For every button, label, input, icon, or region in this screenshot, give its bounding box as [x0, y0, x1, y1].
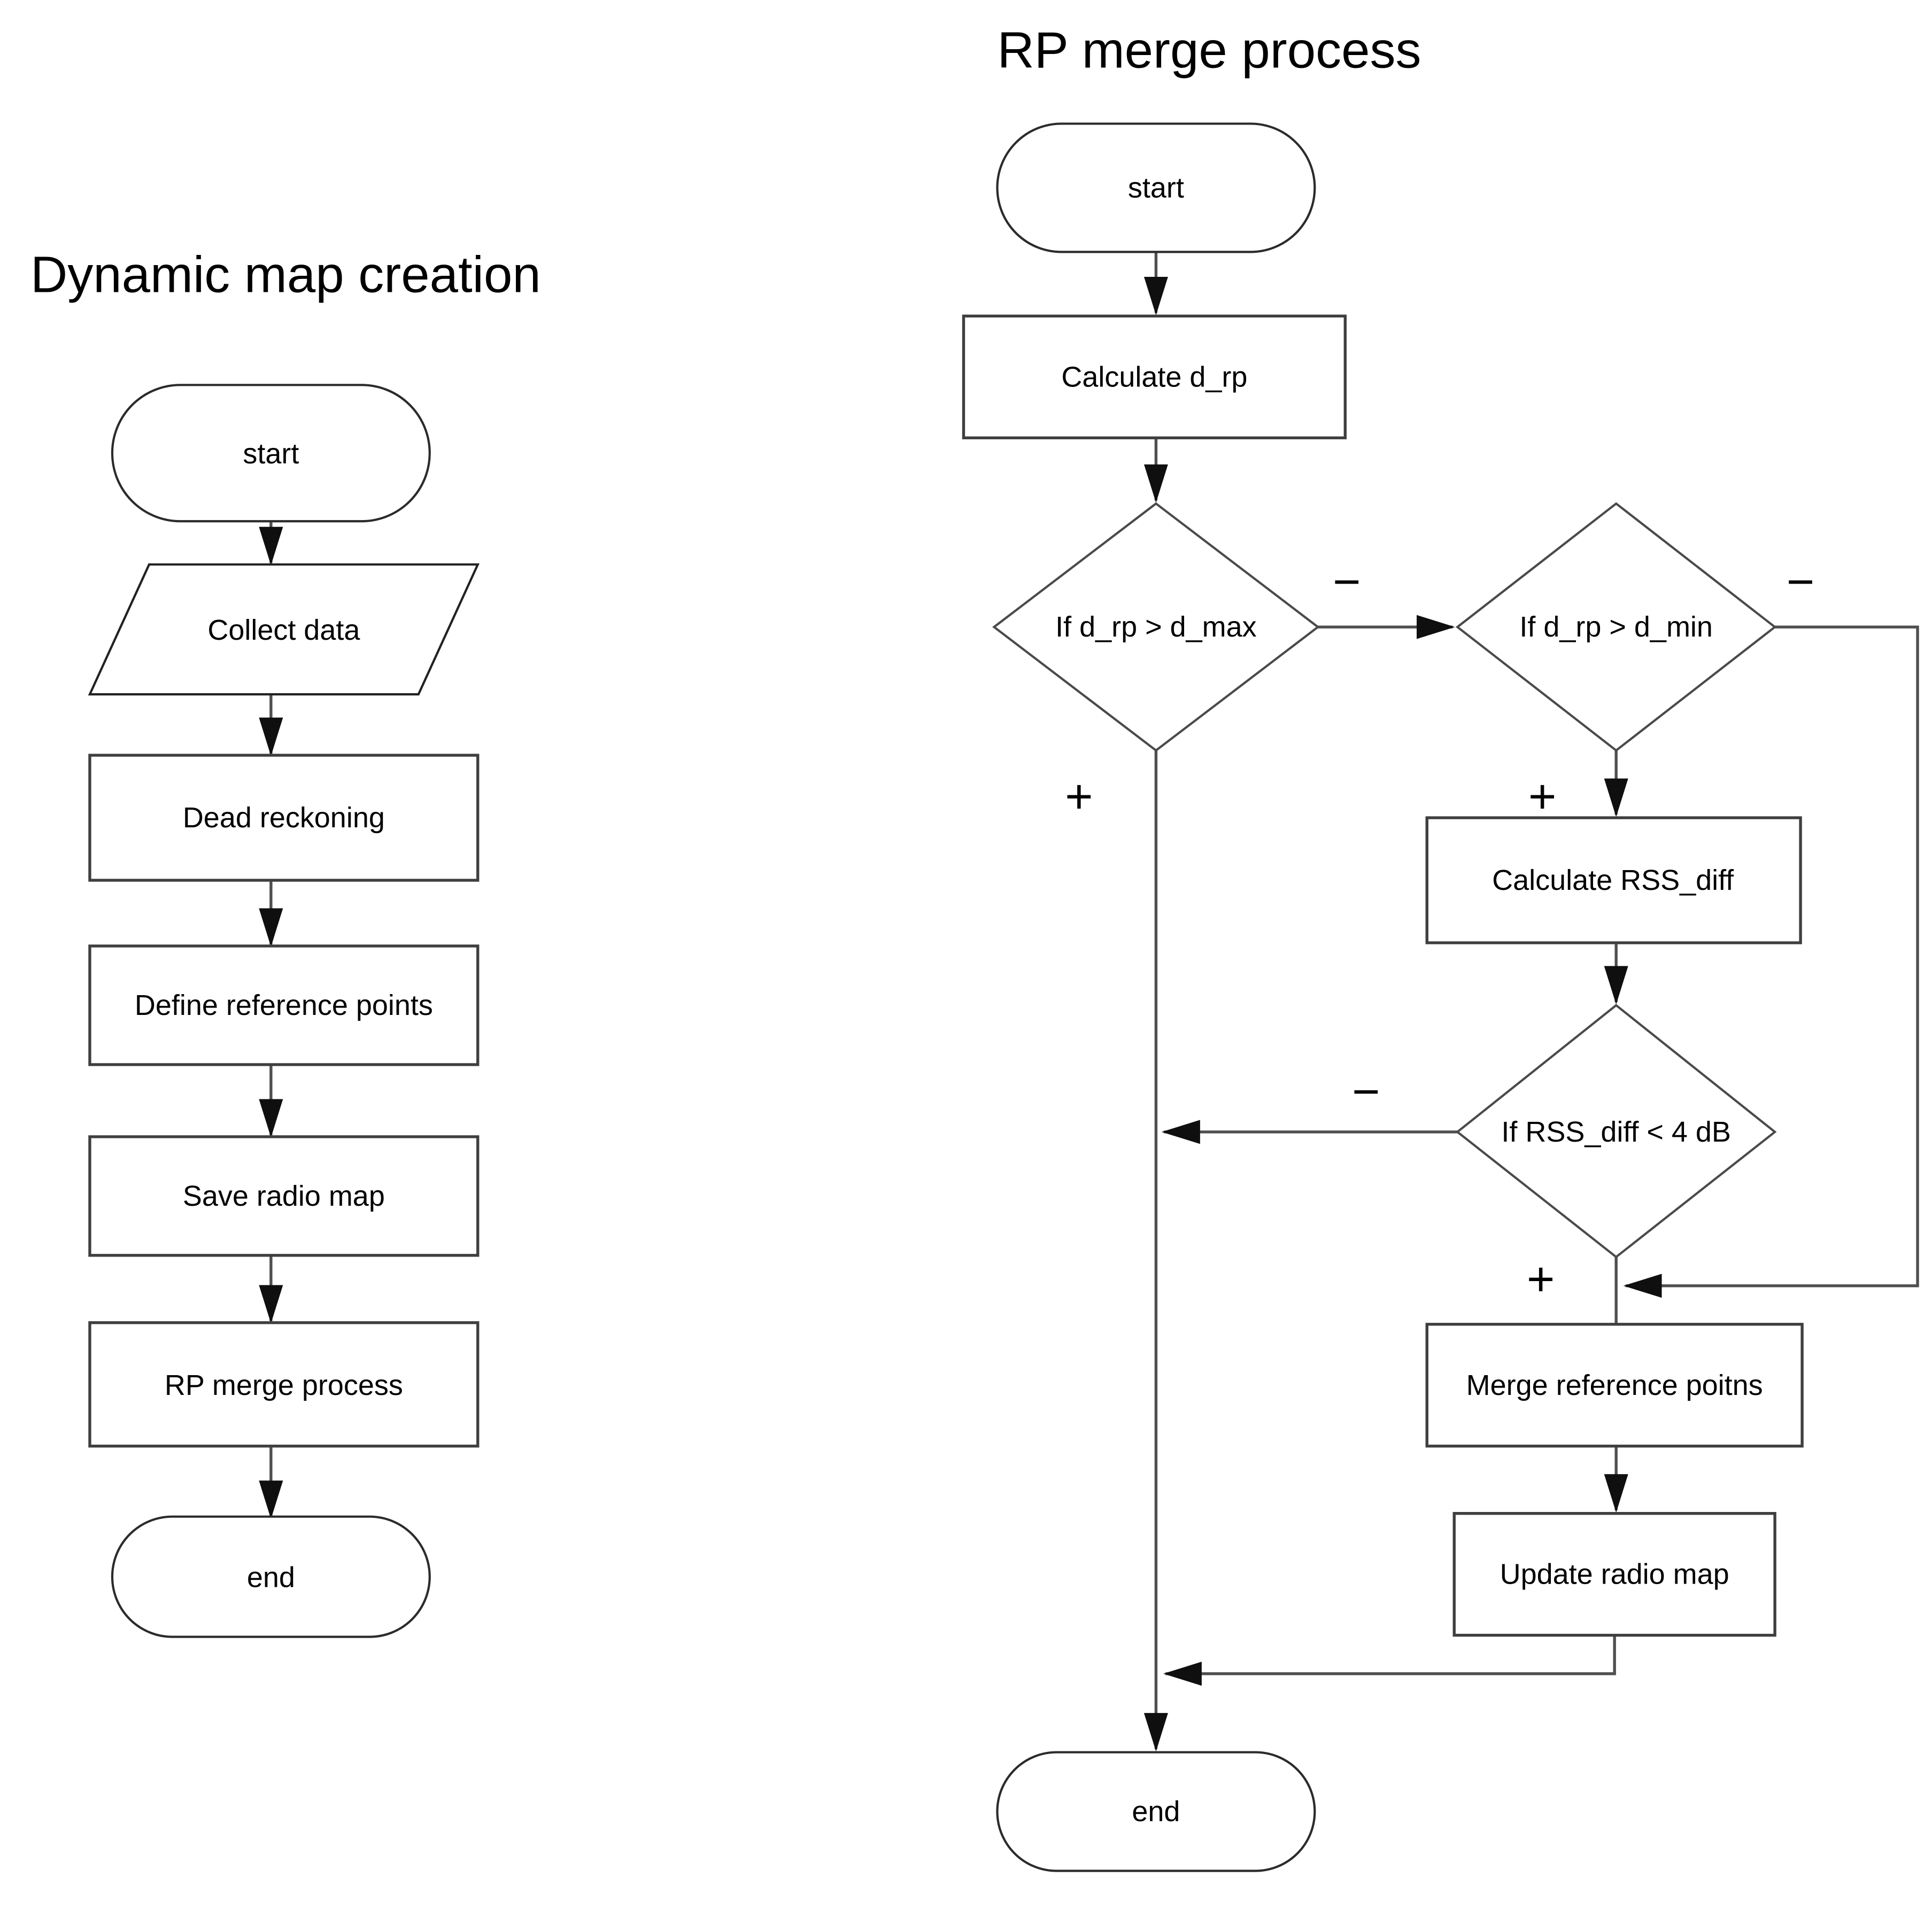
branch-label-rss-minus: −	[1352, 1065, 1380, 1119]
process-shape	[88, 1135, 480, 1257]
node-label: Save radio map	[183, 1180, 385, 1212]
branch-label-dmax-minus: −	[1333, 555, 1361, 609]
right-chart-title: RP merge process	[997, 21, 1421, 79]
node-label: start	[243, 438, 299, 470]
node-if-d-rp-gt-d-max: If d_rp > d_max	[992, 502, 1320, 752]
node-label: end	[247, 1562, 295, 1594]
decision-diamond-shape	[992, 502, 1320, 752]
process-shape	[1452, 1512, 1776, 1637]
node-label: end	[1132, 1796, 1180, 1828]
process-shape	[1425, 1323, 1804, 1448]
terminator-shape	[111, 384, 431, 523]
node-label: Dead reckoning	[183, 802, 385, 834]
node-label: start	[1128, 172, 1184, 204]
node-label: Calculate d_rp	[1061, 361, 1247, 393]
branch-label-rss-plus: +	[1527, 1253, 1555, 1306]
process-shape	[88, 1321, 480, 1448]
node-rp-merge-process: RP merge process	[88, 1321, 480, 1448]
node-start-right: start	[996, 122, 1316, 253]
branch-label-dmin-plus: +	[1528, 770, 1557, 824]
node-label: If d_rp > d_max	[1055, 611, 1257, 643]
node-label: If d_rp > d_min	[1519, 611, 1713, 643]
node-if-d-rp-gt-d-min: If d_rp > d_min	[1455, 502, 1777, 752]
node-if-rss-diff-lt-4db: If RSS_diff < 4 dB	[1455, 1004, 1777, 1259]
terminator-shape	[111, 1515, 431, 1638]
process-shape	[962, 314, 1347, 439]
node-label: Merge reference poitns	[1466, 1369, 1763, 1401]
terminator-shape	[996, 1751, 1316, 1872]
flow-arrow-update-return	[1163, 1635, 1616, 1686]
node-save-radio-map: Save radio map	[88, 1135, 480, 1257]
node-dead-reckoning: Dead reckoning	[88, 754, 480, 882]
branch-label-dmin-minus: −	[1787, 555, 1815, 609]
node-end-right: end	[996, 1751, 1316, 1872]
node-define-reference-points: Define reference points	[88, 944, 480, 1066]
process-shape	[1425, 816, 1802, 944]
branch-label-dmax-plus: +	[1065, 770, 1093, 824]
terminator-shape	[996, 122, 1316, 253]
decision-diamond-shape	[1455, 502, 1777, 752]
decision-diamond-shape	[1455, 1004, 1777, 1259]
process-shape	[88, 754, 480, 882]
right-flowchart: RP merge process start Calculate d_rp	[962, 21, 1919, 1872]
left-chart-title: Dynamic map creation	[30, 246, 541, 303]
node-label: If RSS_diff < 4 dB	[1501, 1116, 1731, 1148]
node-label: Define reference points	[135, 989, 433, 1021]
node-merge-reference-points: Merge reference poitns	[1425, 1323, 1804, 1448]
node-end-left: end	[111, 1515, 431, 1638]
left-flowchart: Dynamic map creation start Collect data …	[30, 246, 541, 1638]
node-label: RP merge process	[165, 1369, 403, 1401]
process-shape	[88, 944, 480, 1066]
node-label: Calculate RSS_diff	[1492, 864, 1734, 896]
node-collect-data: Collect data	[88, 563, 480, 696]
node-update-radio-map: Update radio map	[1452, 1512, 1776, 1637]
parallelogram-shape	[88, 563, 480, 696]
node-start-left: start	[111, 384, 431, 523]
flow-arrow-dmin-minus-return	[1623, 625, 1919, 1298]
node-label: Collect data	[207, 614, 360, 646]
node-label: Update radio map	[1500, 1558, 1729, 1591]
node-calculate-d-rp: Calculate d_rp	[962, 314, 1347, 439]
node-calculate-rss-diff: Calculate RSS_diff	[1425, 816, 1802, 944]
